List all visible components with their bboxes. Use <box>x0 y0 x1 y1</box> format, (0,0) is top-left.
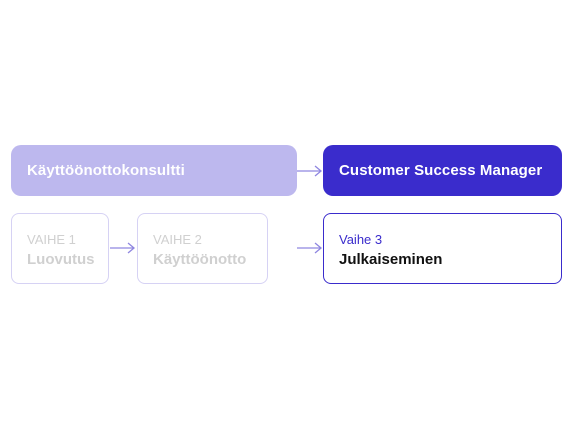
phase-name-label: Käyttöönotto <box>153 251 247 268</box>
phase-step-label: VAIHE 1 <box>27 232 76 247</box>
phase-card-1: VAIHE 1 Luovutus <box>11 213 109 284</box>
role-label-consultant: Käyttöönottokonsultti <box>27 162 185 179</box>
role-label-csm: Customer Success Manager <box>339 162 543 179</box>
arrow-right-icon <box>110 242 136 254</box>
arrow-right-icon <box>297 165 323 177</box>
arrow-right-icon <box>297 242 323 254</box>
role-bar-csm: Customer Success Manager <box>323 145 562 196</box>
phase-step-label: Vaihe 3 <box>339 232 383 247</box>
phase-name-label: Luovutus <box>27 251 95 268</box>
phase-name-label: Julkaiseminen <box>339 251 443 268</box>
phase-step-label: VAIHE 2 <box>153 232 202 247</box>
role-bar-consultant: Käyttöönottokonsultti <box>11 145 297 196</box>
phase-card-2: VAIHE 2 Käyttöönotto <box>137 213 268 284</box>
phase-card-3: Vaihe 3 Julkaiseminen <box>323 213 562 284</box>
